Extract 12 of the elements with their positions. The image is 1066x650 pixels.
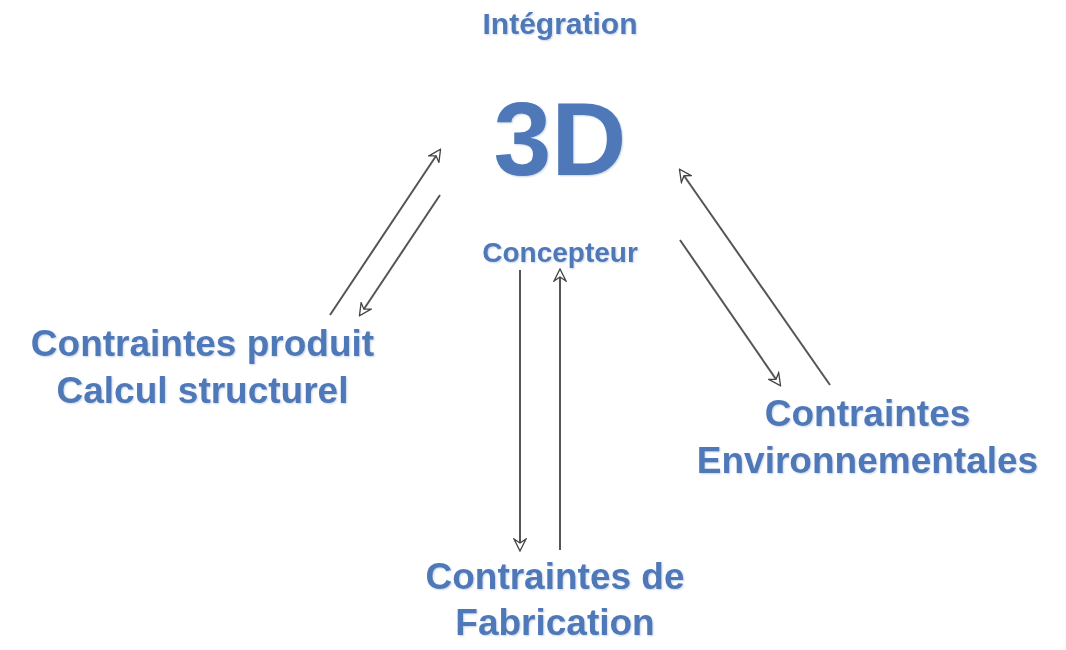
sketch-arrow [678, 168, 831, 386]
large-title-label: 3D [493, 79, 627, 199]
sketch-arrow [513, 269, 527, 552]
constraint-label: Contraintes produit Calcul structurel [5, 315, 400, 420]
role-label: Concepteur [482, 236, 638, 270]
constraint-label: Contraintes de Fabrication [395, 550, 715, 650]
sketch-arrow [553, 268, 567, 551]
sketch-arrow [329, 148, 442, 316]
sketch-arrow [358, 194, 441, 317]
constraint-label: Contraintes Environnementales [670, 385, 1065, 490]
heading-label: Intégration [482, 6, 638, 42]
sketch-arrow [679, 239, 782, 387]
